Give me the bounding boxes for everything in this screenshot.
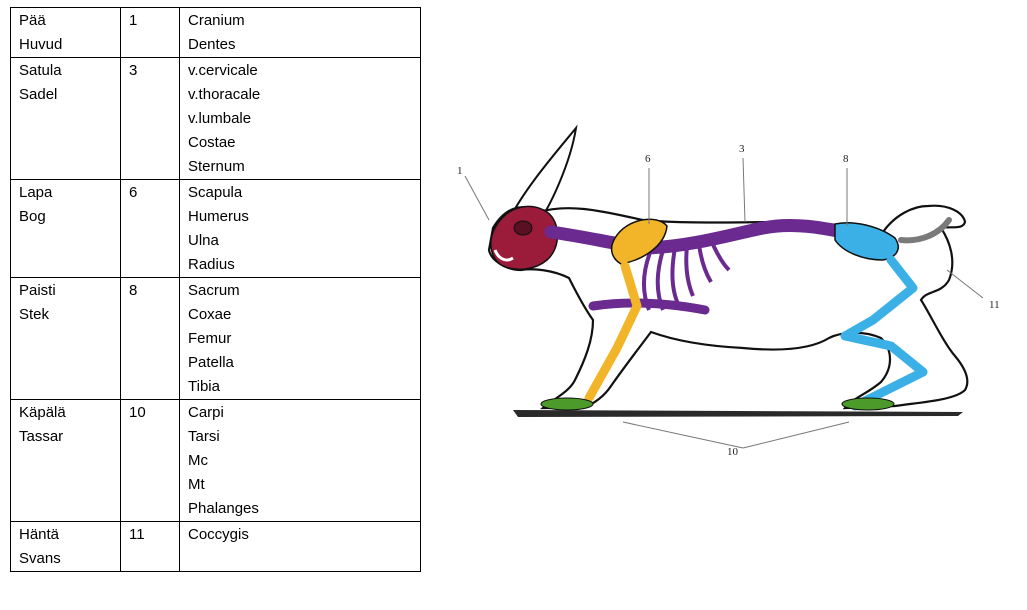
region-text: Käpälä [19, 401, 112, 425]
bones-text: Tarsi [188, 425, 412, 449]
region-text: Huvud [19, 33, 112, 57]
hind-paw [842, 398, 894, 410]
number-text: 1 [129, 9, 171, 33]
bones-text: Sacrum [188, 279, 412, 303]
region-text: Stek [19, 303, 112, 327]
bones-text: Cranium [188, 9, 412, 33]
label-10: 10 [727, 446, 739, 458]
region-text: Paisti [19, 279, 112, 303]
label-3: 3 [739, 143, 745, 155]
bones-text: Humerus [188, 205, 412, 229]
number-text: 10 [129, 401, 171, 425]
bones-text: v.thoracale [188, 83, 412, 107]
bones-text: v.cervicale [188, 59, 412, 83]
bones-text: Femur [188, 327, 412, 351]
label-1: 1 [457, 165, 463, 177]
region-text: Svans [19, 547, 112, 571]
bones-text: Tibia [188, 375, 412, 399]
bones-text: Costae [188, 131, 412, 155]
bones-text: Ulna [188, 229, 412, 253]
region-text: Satula [19, 59, 112, 83]
bones-text: Radius [188, 253, 412, 277]
number-cell: 6 [121, 180, 180, 278]
skull-eye [514, 221, 532, 235]
bones-text: Coxae [188, 303, 412, 327]
region-text: Häntä [19, 523, 112, 547]
region-text: Bog [19, 205, 112, 229]
number-cell: 8 [121, 278, 180, 400]
region-text: Pää [19, 9, 112, 33]
region-text: Sadel [19, 83, 112, 107]
bones-text: Mc [188, 449, 412, 473]
bones-text: Dentes [188, 33, 412, 57]
label-11: 11 [989, 299, 1000, 311]
rabbit-skeleton-figure: 1 3 6 8 11 10 [443, 110, 1003, 470]
label-6: 6 [645, 153, 651, 165]
number-text: 3 [129, 59, 171, 83]
ground-shadow [513, 410, 963, 417]
region-text: Tassar [19, 425, 112, 449]
number-cell: 1 [121, 8, 180, 58]
region-text: Lapa [19, 181, 112, 205]
skull-cranium [491, 206, 558, 269]
bones-cell: Coccygis [180, 522, 421, 572]
bones-text: Mt [188, 473, 412, 497]
bones-text: Carpi [188, 401, 412, 425]
bones-text: Scapula [188, 181, 412, 205]
bones-text: Phalanges [188, 497, 412, 521]
number-cell: 3 [121, 58, 180, 180]
number-text: 8 [129, 279, 171, 303]
label-8: 8 [843, 153, 849, 165]
bones-text: Sternum [188, 155, 412, 179]
number-cell: 10 [121, 400, 180, 522]
bones-text: v.lumbale [188, 107, 412, 131]
number-cell: 11 [121, 522, 180, 572]
bones-text: Coccygis [188, 523, 412, 547]
number-text: 6 [129, 181, 171, 205]
number-text: 11 [129, 523, 171, 547]
front-paw [541, 398, 593, 410]
bones-text: Patella [188, 351, 412, 375]
